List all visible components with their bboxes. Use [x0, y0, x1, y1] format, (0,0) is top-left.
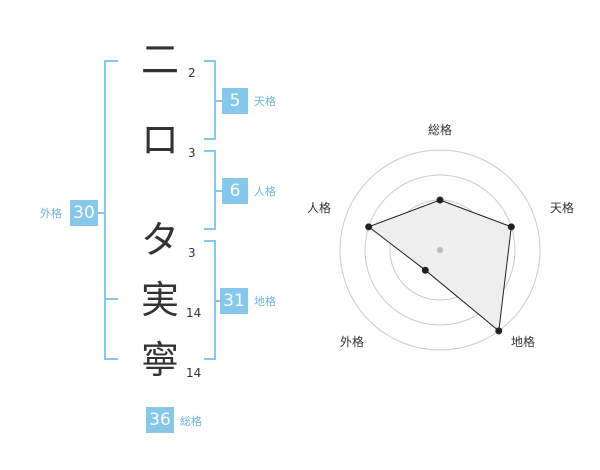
radar-ring-4 [339, 149, 541, 351]
name-char-3: タ [140, 218, 179, 262]
tenkaku-label: 天格 [254, 95, 276, 108]
stroke-count-2: 3 [188, 146, 196, 160]
name-char-2: ロ [140, 118, 179, 162]
stroke-count-3: 3 [188, 246, 196, 260]
chikaku-value-badge: 31 [220, 288, 248, 314]
radar-axis-label-chikaku: 地格 [511, 335, 536, 349]
radar-center-dot [437, 247, 443, 253]
soukaku-value-badge: 36 [146, 407, 174, 433]
name-char-1: 二 [140, 38, 179, 82]
radar-axis-label-gaikaku: 外格 [340, 335, 365, 349]
stroke-count-1: 2 [188, 66, 196, 80]
radar-axis-label-soukaku: 総格 [428, 123, 453, 137]
tenkaku-value-badge: 5 [222, 88, 248, 114]
stroke-count-4: 14 [186, 306, 202, 320]
name-char-5: 寧 [140, 338, 179, 382]
jinkaku-value-badge: 6 [222, 178, 248, 204]
chikaku-bracket-stub [214, 300, 222, 302]
radar-axis-label-tenkaku: 天格 [550, 201, 575, 215]
gaikaku-value-badge: 30 [70, 200, 98, 226]
gaikaku-label: 外格 [40, 207, 62, 220]
jinkaku-label: 人格 [254, 185, 276, 198]
radar-point-1 [436, 196, 444, 204]
gaikaku-bracket [104, 60, 118, 360]
radar-point-2 [507, 223, 515, 231]
radar-area [367, 199, 512, 332]
gaikaku-bracket-stub [98, 212, 106, 214]
radar-point-3 [495, 327, 503, 335]
gaikaku-bracket-divider [104, 298, 118, 300]
jinkaku-bracket-stub [214, 190, 222, 192]
stroke-count-5: 14 [186, 366, 202, 380]
name-char-4: 実 [140, 278, 179, 322]
chikaku-label: 地格 [254, 295, 276, 308]
tenkaku-bracket-stub [214, 100, 222, 102]
radar-ring-3 [364, 174, 516, 326]
soukaku-label: 総格 [180, 415, 202, 428]
radar-axis-label-jinkaku: 人格 [307, 201, 332, 215]
radar-point-5 [365, 223, 373, 231]
radar-point-4 [421, 266, 429, 274]
